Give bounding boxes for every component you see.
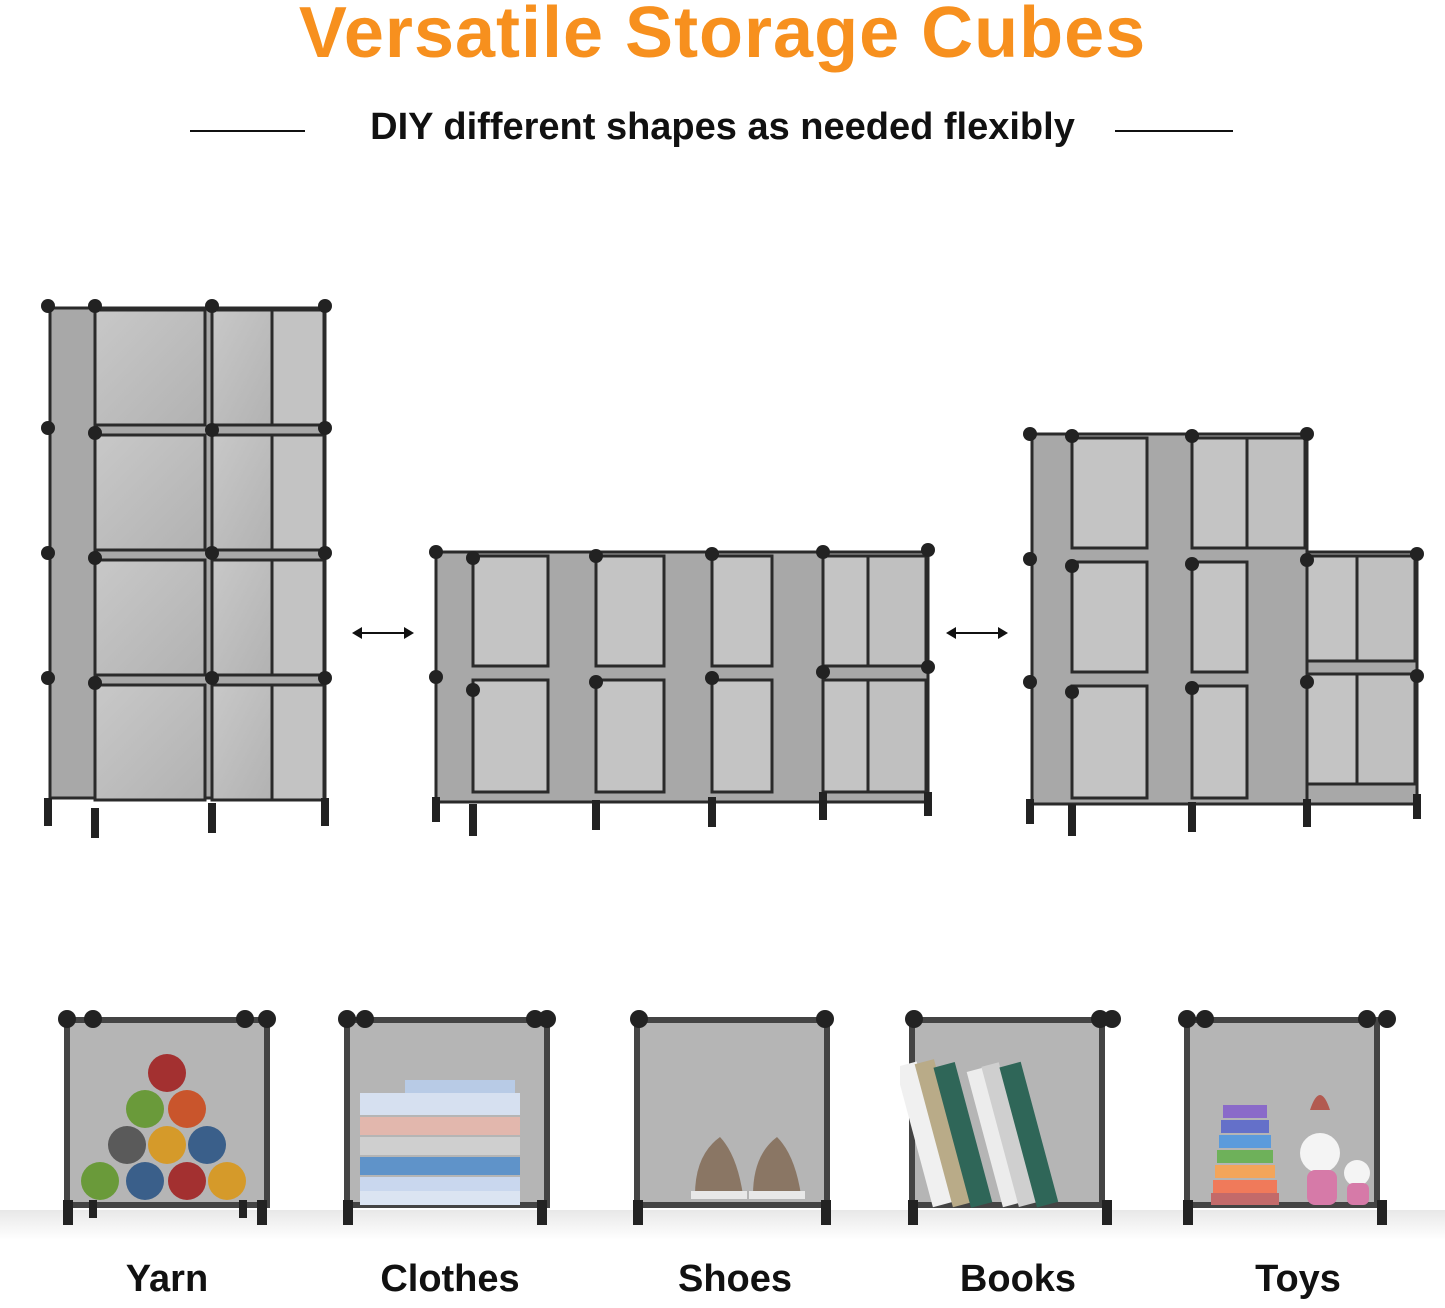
config-stepped-cube-icon [1023,427,1424,836]
yarn-balls-icon [58,1010,276,1225]
toys-icon [1178,1010,1396,1225]
use-label-shoes: Shoes [677,1258,793,1300]
use-label-clothes: Clothes [380,1258,520,1300]
double-arrow-icon [946,627,1008,639]
page-title: Versatile Storage Cubes [298,0,1147,73]
subtitle-left-rule [190,130,305,132]
shoes-icon [630,1010,834,1225]
subtitle-right-rule [1115,130,1233,132]
config-tall-cube-icon [41,299,332,838]
use-label-toys: Toys [1255,1258,1341,1300]
subtitle: DIY different shapes as needed flexibly [370,106,1075,148]
double-arrow-icon [352,627,414,639]
use-label-yarn: Yarn [125,1258,209,1300]
subtitle-row: DIY different shapes as needed flexibly [0,106,1445,154]
folded-shirts-icon [338,1010,556,1225]
config-wide-cube-icon [429,543,935,836]
books-icon [900,1010,1121,1225]
use-label-books: Books [959,1258,1077,1300]
